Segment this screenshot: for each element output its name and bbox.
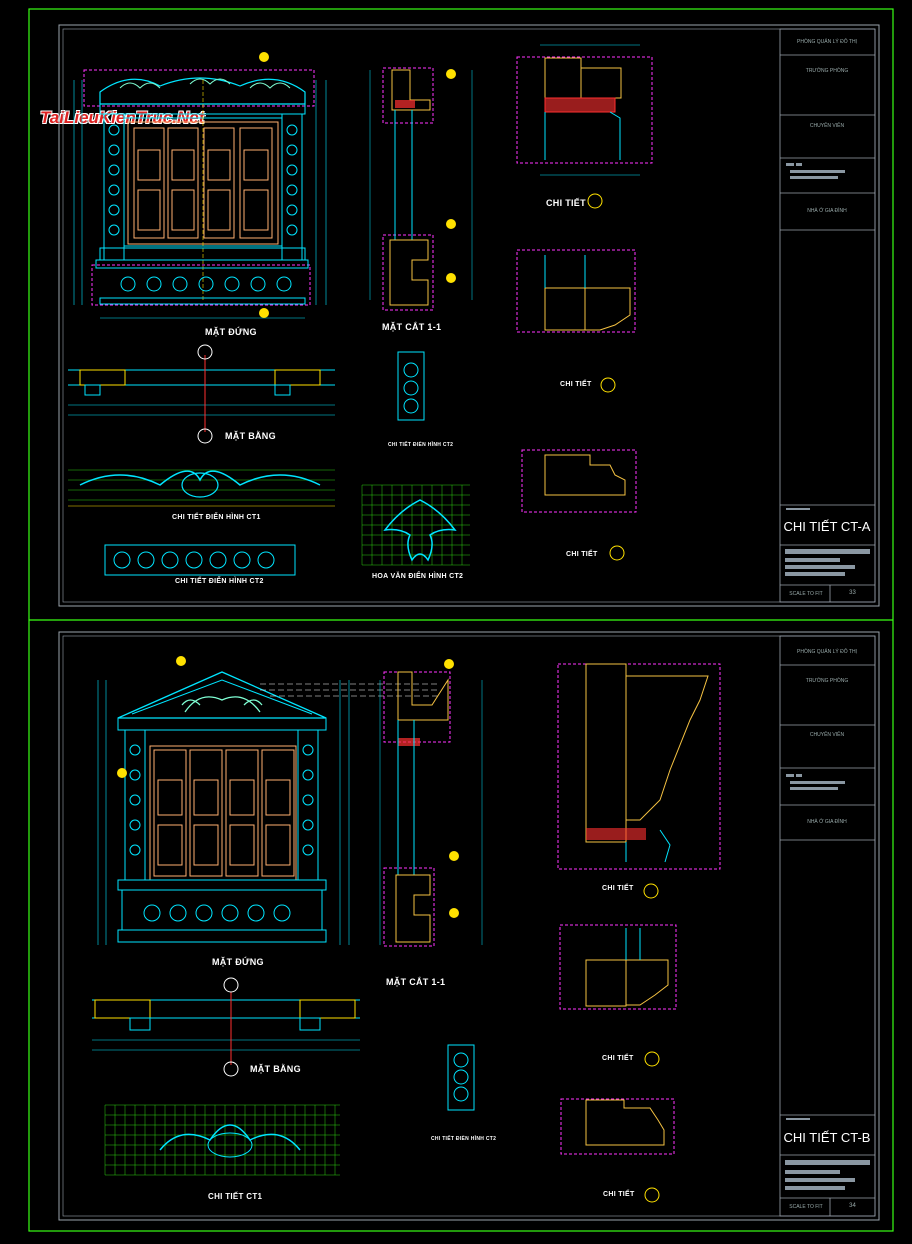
tb-b-r3: CHUYÊN VIÊN	[809, 732, 845, 738]
detail-mid-b	[559, 924, 677, 1067]
tb-a-r2: TRƯỞNG PHÒNG	[805, 68, 849, 74]
detail-mid-a	[516, 249, 636, 393]
label-elevation-b: MẶT ĐỨNG	[212, 957, 264, 967]
title-block-b	[779, 635, 876, 1217]
tb-b-scale: SCALE TO FIT	[789, 1204, 823, 1210]
title-block-a-fill	[785, 163, 870, 576]
tb-a-r1: PHÒNG QUẢN LÝ ĐÔ THỊ	[797, 39, 857, 45]
detail-bot-b	[560, 1098, 675, 1203]
tb-b-sheet-no: 34	[849, 1203, 856, 1209]
title-block-b-fill	[785, 774, 870, 1190]
label-ornament-ct2-a: CHI TIẾT ĐIỂN HÌNH CT2	[175, 578, 264, 585]
elevation-a	[73, 52, 327, 319]
section-a	[369, 67, 473, 311]
tb-b-r5: NHÀ Ở GIA ĐÌNH	[807, 819, 847, 825]
plan-a	[68, 344, 335, 444]
axis-marker-a-bottom: 1	[201, 431, 206, 440]
tb-a-scale: SCALE TO FIT	[789, 591, 823, 597]
ornament-ct1-b	[104, 1104, 340, 1176]
tb-b-r2: TRƯỞNG PHÒNG	[805, 678, 849, 684]
plan-b	[92, 977, 360, 1077]
elevation-b	[97, 656, 440, 945]
detail-top-a	[516, 44, 653, 209]
label-ornament-small-b: CHI TIẾT ĐIỂN HÌNH CT2	[431, 1136, 497, 1142]
axis-marker-b-top: 1	[227, 980, 232, 989]
tb-b-r1: PHÒNG QUẢN LÝ ĐÔ THỊ	[797, 649, 857, 655]
tb-a-r5: NHÀ Ở GIA ĐÌNH	[807, 208, 847, 214]
ornament-small-a	[397, 351, 425, 421]
detail-top-b	[557, 663, 721, 899]
label-ornament-small-a: CHI TIẾT ĐIỂN HÌNH CT2	[388, 442, 454, 448]
axis-marker-b-bottom: 1	[227, 1064, 232, 1073]
tb-a-r3: CHUYÊN VIÊN	[809, 123, 845, 129]
sheet-b	[58, 631, 880, 1221]
label-detail-top-a: CHI TIẾT	[546, 198, 586, 208]
label-elevation-a: MẶT ĐỨNG	[205, 327, 257, 337]
label-ornament-ct1-b: CHI TIẾT CT1	[208, 1192, 263, 1201]
label-detail-top-b: CHI TIẾT	[602, 885, 634, 892]
tb-b-title: CHI TIẾT CT-B	[783, 1130, 871, 1145]
label-detail-bot-a: CHI TIẾT	[566, 551, 598, 558]
label-detail-mid-b: CHI TIẾT	[602, 1055, 634, 1062]
tb-a-title: CHI TIẾT CT-A	[783, 519, 871, 534]
label-plan-b: MẶT BẰNG	[250, 1064, 301, 1074]
ornament-ct2-a	[104, 544, 296, 576]
label-detail-mid-a: CHI TIẾT	[560, 381, 592, 388]
label-detail-bot-b: CHI TIẾT	[603, 1191, 635, 1198]
pattern-grid-a	[361, 484, 470, 566]
label-section-a: MẶT CẮT 1-1	[382, 322, 442, 332]
label-pattern-a: HOA VĂN ĐIỂN HÌNH CT2	[372, 573, 464, 580]
label-plan-a: MẶT BẰNG	[225, 431, 276, 441]
label-ornament-ct1-a: CHI TIẾT ĐIỂN HÌNH CT1	[172, 514, 261, 521]
detail-bot-a	[521, 449, 637, 561]
sheet-a	[58, 24, 880, 607]
tb-a-sheet-no: 33	[849, 590, 856, 596]
section-b	[379, 659, 483, 947]
ornament-ct1-a	[68, 469, 335, 507]
title-block-a	[779, 28, 876, 603]
label-section-b: MẶT CẮT 1-1	[386, 977, 446, 987]
ornament-small-b	[447, 1044, 475, 1111]
axis-marker-a-top: 1	[201, 347, 206, 356]
